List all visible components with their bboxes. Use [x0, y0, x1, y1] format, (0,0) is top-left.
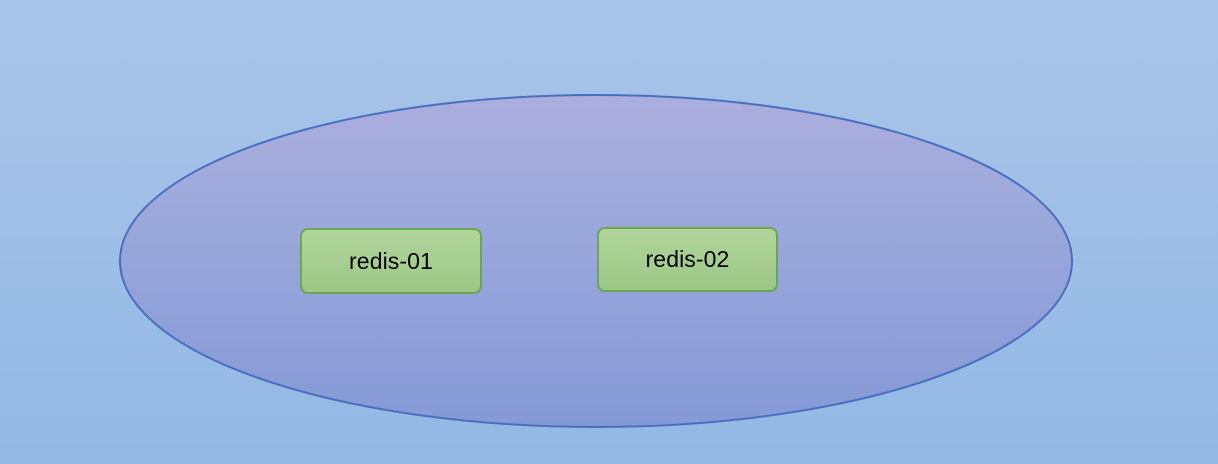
- node-redis-01[interactable]: redis-01: [300, 228, 482, 294]
- group-ellipse: [119, 94, 1073, 428]
- node-redis-01-label: redis-01: [349, 247, 433, 274]
- node-redis-02[interactable]: redis-02: [597, 227, 778, 292]
- node-redis-02-label: redis-02: [645, 246, 730, 272]
